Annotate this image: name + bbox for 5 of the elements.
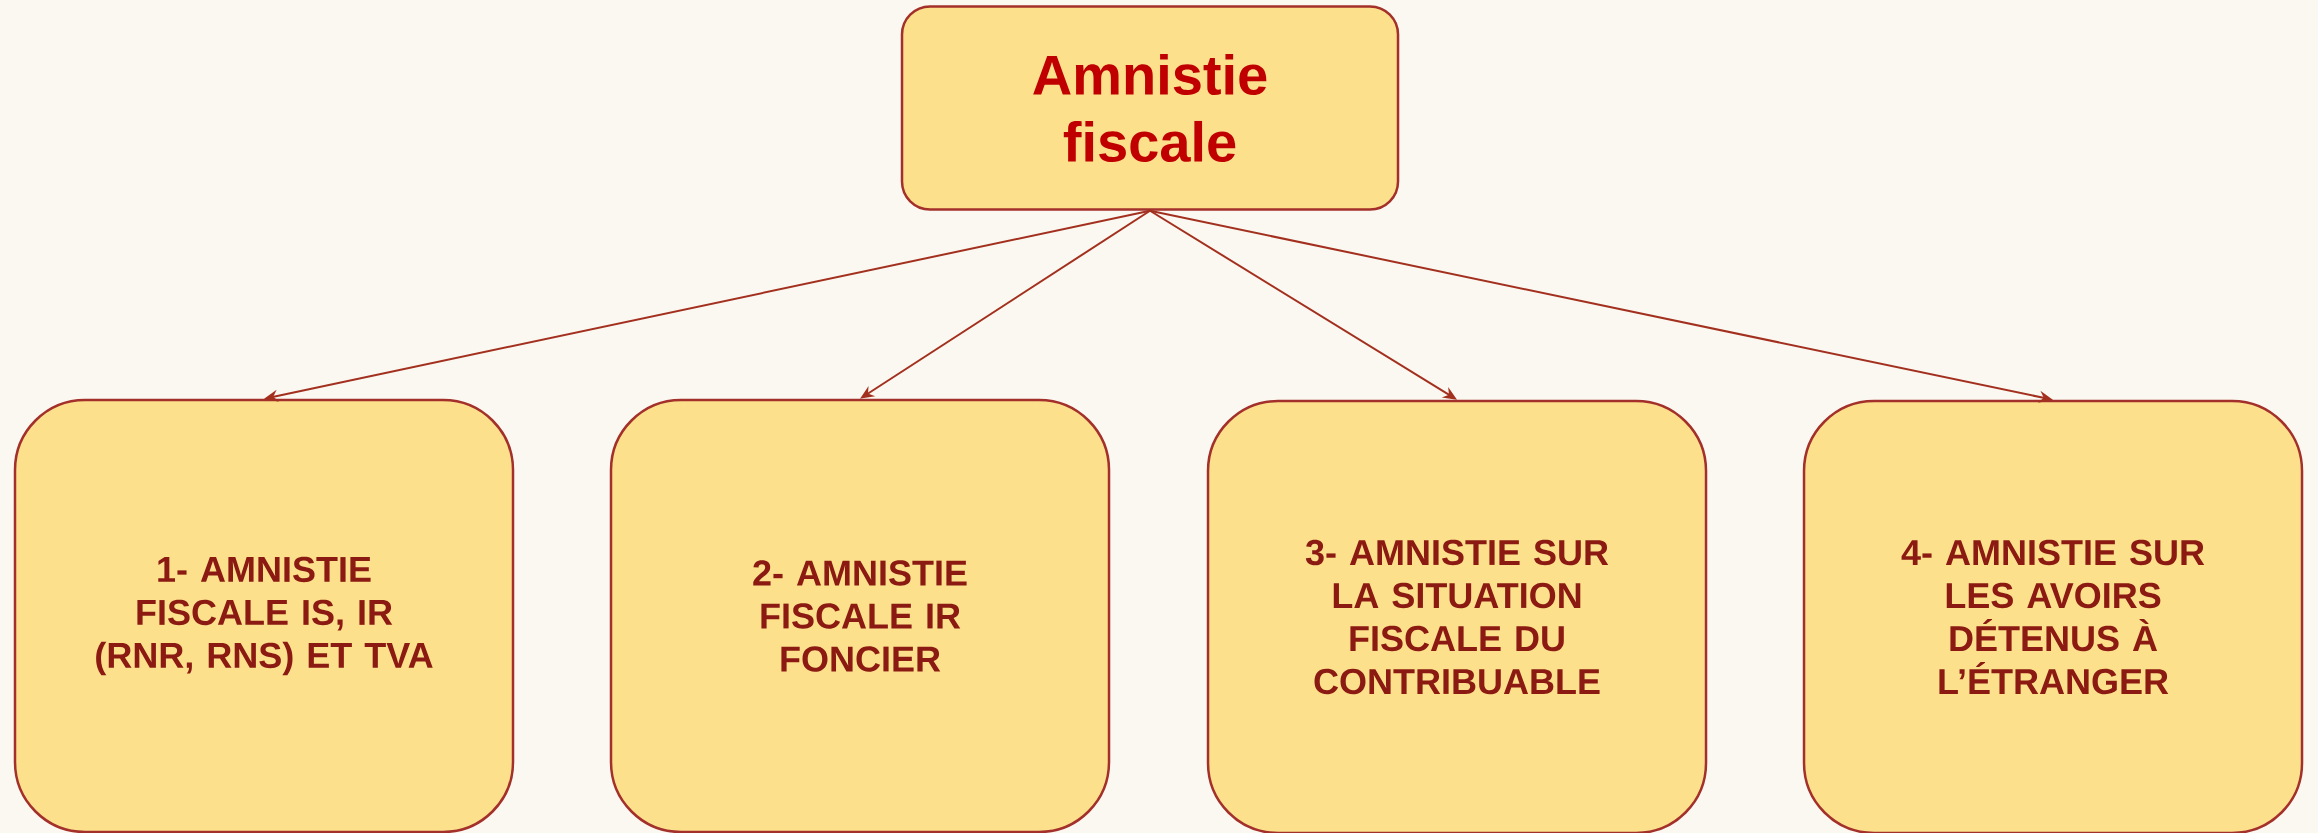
category-box: 4- AMNISTIE SUR LES AVOIRS DÉTENUS À L’ÉTRANGER: [1802, 399, 2304, 833]
category-box: 1- AMNISTIE FISCALE IS, IR (RNR, RNS) ET TVA: [13, 398, 515, 833]
category-box: 2- AMNISTIE FISCALE IR FONCIER: [609, 398, 1111, 833]
category-box: 3- AMNISTIE SUR LA SITUATION FISCALE DU CONTRIBUABLE: [1206, 399, 1708, 833]
title-box: Amnistie fiscale: [900, 5, 1400, 211]
